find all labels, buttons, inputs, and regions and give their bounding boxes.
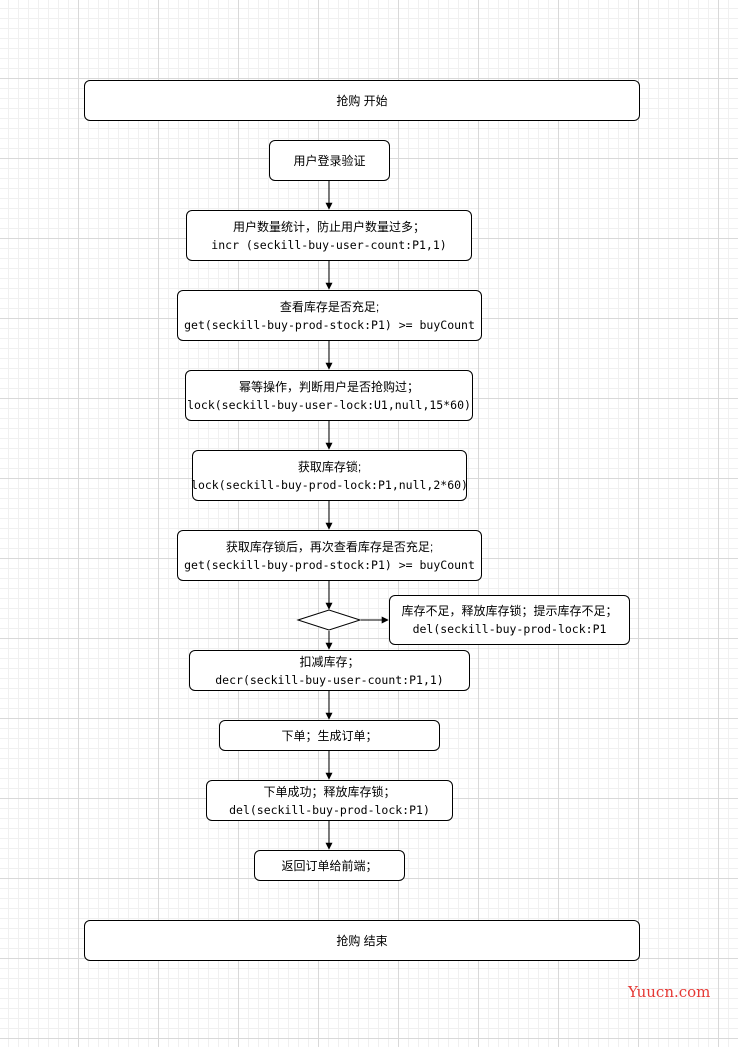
insufficient-stock-node: 库存不足，释放库存锁；提示库存不足； del(seckill-buy-prod-… xyxy=(389,595,630,645)
insufficient-line2: del(seckill-buy-prod-lock:P1 xyxy=(412,622,607,636)
idempotent-node: 幂等操作，判断用户是否抢购过； lock(seckill-buy-user-lo… xyxy=(185,370,473,421)
order-label: 下单；生成订单； xyxy=(281,728,378,743)
return-label: 返回订单给前端； xyxy=(281,858,378,873)
release-line2: del(seckill-buy-prod-lock:P1) xyxy=(229,802,430,817)
recheck-stock-line1: 获取库存锁后，再次查看库存是否充足; xyxy=(225,539,434,554)
count-user-node: 用户数量统计，防止用户数量过多； incr (seckill-buy-user-… xyxy=(186,210,472,261)
create-order-node: 下单；生成订单； xyxy=(219,720,440,751)
get-lock-node: 获取库存锁; lock(seckill-buy-prod-lock:P1,nul… xyxy=(191,450,468,501)
decision-diamond xyxy=(296,609,362,631)
return-order-node: 返回订单给前端； xyxy=(254,850,405,881)
release-line1: 下单成功；释放库存锁； xyxy=(263,784,396,799)
deduct-line1: 扣减库存； xyxy=(299,654,360,669)
check-stock-line2: get(seckill-buy-prod-stock:P1) >= buyCou… xyxy=(184,317,475,332)
login-label: 用户登录验证 xyxy=(293,153,366,168)
idempotent-line1: 幂等操作，判断用户是否抢购过； xyxy=(238,379,419,394)
get-lock-line1: 获取库存锁; xyxy=(297,459,362,474)
watermark-text: Yuucn.com xyxy=(628,983,711,1001)
insufficient-line1: 库存不足，释放库存锁；提示库存不足； xyxy=(401,604,618,618)
release-lock-node: 下单成功；释放库存锁； del(seckill-buy-prod-lock:P1… xyxy=(206,780,453,821)
deduct-line2: decr(seckill-buy-user-count:P1,1) xyxy=(215,672,444,687)
count-user-line2: incr (seckill-buy-user-count:P1,1) xyxy=(211,237,447,252)
start-label: 抢购 开始 xyxy=(336,93,388,108)
count-user-line1: 用户数量统计，防止用户数量过多； xyxy=(232,219,425,234)
get-lock-line2: lock(seckill-buy-prod-lock:P1,null,2*60) xyxy=(191,477,468,492)
check-stock-line1: 查看库存是否充足; xyxy=(279,299,380,314)
recheck-stock-node: 获取库存锁后，再次查看库存是否充足; get(seckill-buy-prod-… xyxy=(177,530,482,581)
login-node: 用户登录验证 xyxy=(269,140,390,181)
start-node: 抢购 开始 xyxy=(84,80,640,121)
end-label: 抢购 结束 xyxy=(336,933,388,948)
deduct-stock-node: 扣减库存； decr(seckill-buy-user-count:P1,1) xyxy=(189,650,470,691)
check-stock-node: 查看库存是否充足; get(seckill-buy-prod-stock:P1)… xyxy=(177,290,482,341)
end-node: 抢购 结束 xyxy=(84,920,640,961)
recheck-stock-line2: get(seckill-buy-prod-stock:P1) >= buyCou… xyxy=(184,557,475,572)
idempotent-line2: lock(seckill-buy-user-lock:U1,null,15*60… xyxy=(187,397,471,412)
